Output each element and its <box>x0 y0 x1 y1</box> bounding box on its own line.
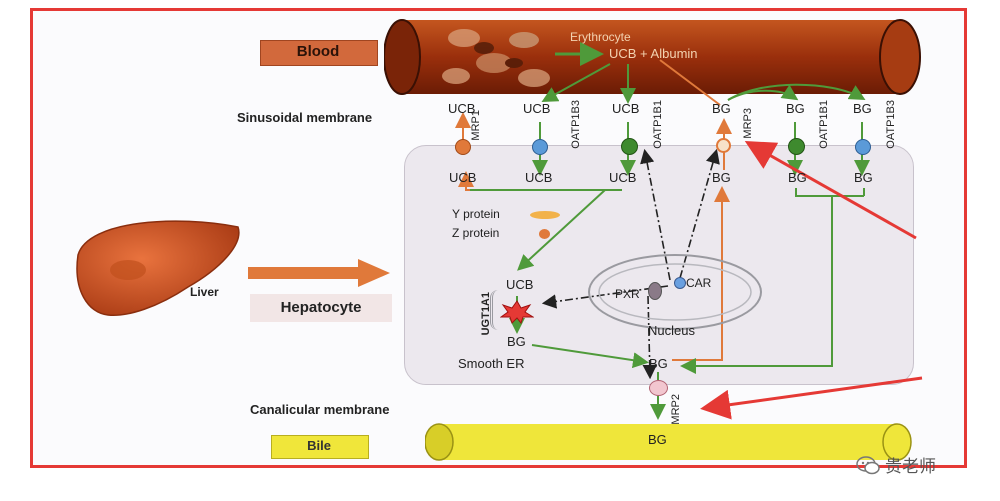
wechat-icon <box>856 455 880 474</box>
z-protein-label: Z protein <box>452 226 500 240</box>
membrane-inner-label: BG <box>712 170 731 185</box>
car-label: CAR <box>686 276 712 290</box>
transporter-mrp2 <box>649 380 668 396</box>
blood-vessel <box>384 19 921 95</box>
smooth-er-label: Smooth ER <box>458 356 525 371</box>
hepatocyte-label: Hepatocyte <box>280 299 362 316</box>
membrane-inner-label: UCB <box>609 170 637 185</box>
hepatocyte-label-box <box>250 294 392 322</box>
bile-bg-label: BG <box>648 432 667 447</box>
liver-label: Liver <box>190 285 219 299</box>
transporter-label-mrp1: MRP1 <box>470 110 482 141</box>
ucb-albumin-label: UCB + Albumin <box>609 46 698 61</box>
membrane-top-label: UCB <box>448 101 476 116</box>
ucb-er-label: UCB <box>506 277 534 292</box>
blood-label-box <box>260 40 378 66</box>
liver-to-hepatocyte-arrow <box>248 259 390 287</box>
y-protein-label: Y protein <box>452 207 500 221</box>
bile-label-box <box>271 435 369 459</box>
transporter-oatp1b1 <box>788 138 805 155</box>
ugt1a1-label: UGT1A1 <box>480 292 492 336</box>
membrane-inner-label: BG <box>788 170 807 185</box>
canalicular-membrane-label: Canalicular membrane <box>250 402 390 417</box>
watermark: 贵老师 <box>855 452 936 477</box>
transporter-label-oatp1b3: OATP1B3 <box>570 100 582 149</box>
membrane-top-label: UCB <box>612 101 640 116</box>
y-protein-shape <box>530 211 560 219</box>
liver-illustration <box>76 220 240 316</box>
bg-er-label: BG <box>507 334 526 349</box>
erythrocyte-label: Erythrocyte <box>570 30 631 44</box>
membrane-top-label: BG <box>853 101 872 116</box>
er-membrane <box>490 290 509 330</box>
z-protein-shape <box>539 229 550 239</box>
nucleus-label: Nucleus <box>648 323 695 338</box>
transporter-label-oatp1b1: OATP1B1 <box>652 100 664 149</box>
transporter-label-oatp1b1: OATP1B1 <box>818 100 830 149</box>
membrane-top-label: BG <box>712 101 731 116</box>
car-receptor <box>674 277 686 289</box>
nucleus <box>588 254 762 330</box>
erythrocyte-cells <box>442 29 550 87</box>
bg-center-label: BG <box>649 356 668 371</box>
bile-duct <box>425 423 912 461</box>
sinusoidal-membrane-label: Sinusoidal membrane <box>237 110 373 125</box>
pxr-label: PXR <box>615 287 640 301</box>
transporter-oatp1b3 <box>855 139 871 155</box>
transporter-label-oatp1b3: OATP1B3 <box>885 100 897 149</box>
transporter-oatp1b3 <box>532 139 548 155</box>
transporter-mrp3 <box>716 138 731 153</box>
membrane-top-label: UCB <box>523 101 551 116</box>
blood-label: Blood <box>296 43 340 60</box>
membrane-inner-label: UCB <box>525 170 553 185</box>
transporter-label-mrp3: MRP3 <box>742 108 754 139</box>
transporter-label-mrp2: MRP2 <box>670 394 682 425</box>
membrane-top-label: BG <box>786 101 805 116</box>
watermark-text: 贵老师 <box>885 457 936 477</box>
membrane-inner-label: UCB <box>449 170 477 185</box>
transporter-oatp1b1 <box>621 138 638 155</box>
bile-label: Bile <box>307 438 331 453</box>
pxr-receptor <box>648 282 662 300</box>
ugt1a1-enzyme <box>500 300 534 324</box>
membrane-inner-label: BG <box>854 170 873 185</box>
transporter-mrp1 <box>455 139 471 155</box>
